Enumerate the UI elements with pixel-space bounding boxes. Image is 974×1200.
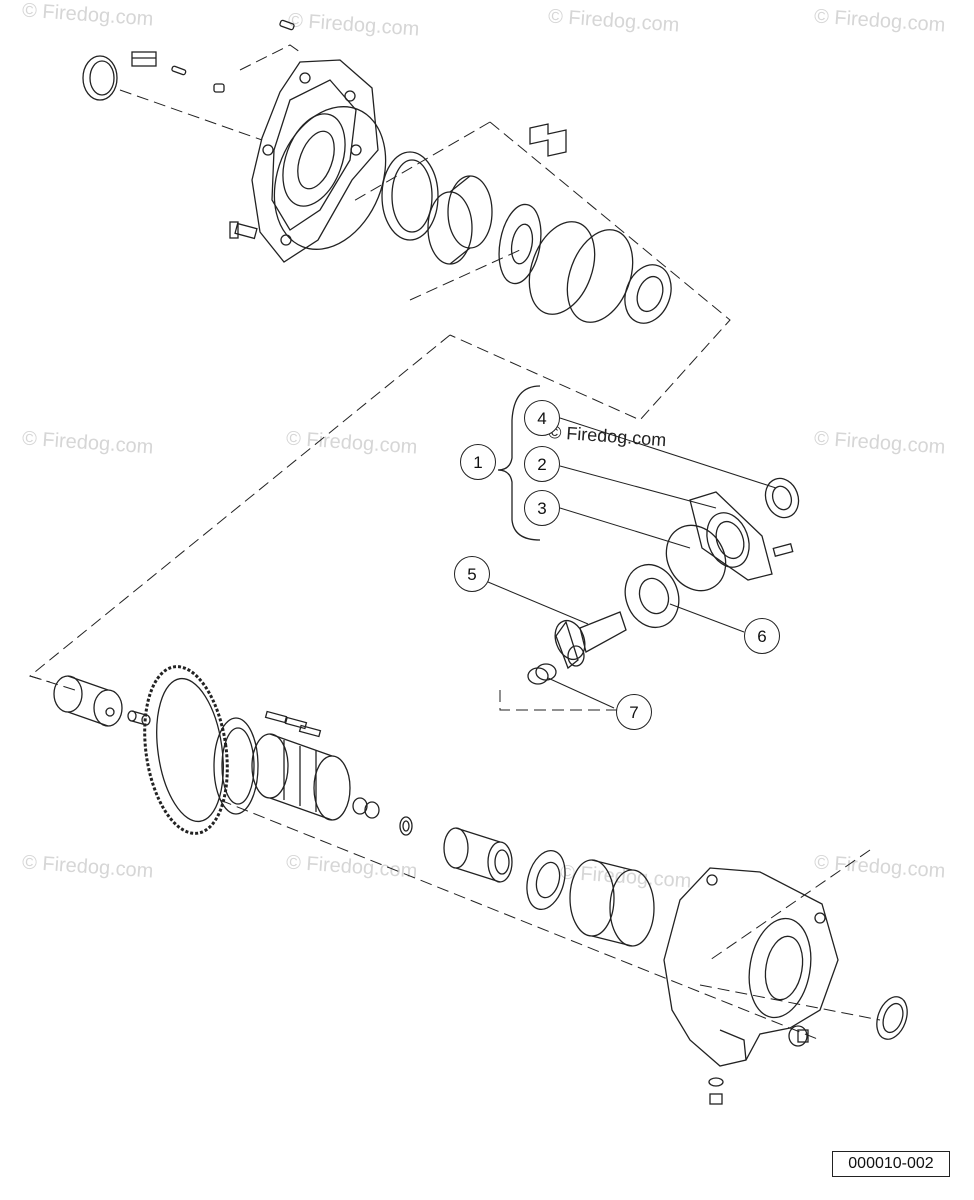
callout-6[interactable]: 6 (744, 618, 780, 654)
ball-bearing-lower (526, 850, 566, 910)
callout-4[interactable]: 4 (524, 400, 560, 436)
oil-seal-rear (876, 996, 908, 1040)
oil-seal-item-4 (764, 477, 800, 519)
o-ring-item-3 (665, 524, 727, 592)
bolt-item-2 (772, 543, 794, 557)
front-housing-cover (251, 59, 379, 263)
plug-rear (788, 1025, 809, 1047)
bearing-ring-1 (381, 151, 439, 241)
callout-3[interactable]: 3 (524, 490, 560, 526)
thrust-washer (498, 203, 542, 285)
pin-small (171, 65, 225, 93)
ring-gear (143, 665, 259, 835)
clip-small (131, 51, 157, 67)
pin-dowel (127, 710, 151, 726)
ball-bearing-top (624, 264, 672, 324)
bolt-top (229, 221, 258, 240)
callout-leaders (487, 417, 777, 709)
snap-ring-small (399, 816, 413, 836)
pin-small-top (279, 19, 295, 31)
snap-rings (528, 221, 634, 323)
pinion-gear-item-5 (554, 611, 627, 670)
seal-top-left (82, 55, 118, 101)
rear-gear-case (663, 867, 839, 1067)
diagram-code-label: 000010-002 (832, 1151, 950, 1177)
needle-bearing-sleeve (443, 827, 513, 883)
collar-item-7 (527, 663, 557, 685)
bearing-cup-sleeve (569, 859, 655, 947)
ball-bearing-item-6 (624, 563, 680, 629)
bracket-clip (529, 123, 567, 157)
o-ring-large (273, 106, 387, 250)
callout-2[interactable]: 2 (524, 446, 560, 482)
callout-1[interactable]: 1 (460, 444, 496, 480)
dashed-guide-lines (28, 44, 881, 1041)
rollers (264, 710, 322, 738)
cage-assembly (251, 733, 351, 821)
group-bracket (497, 385, 541, 541)
drain-bolt-washer (708, 1077, 724, 1105)
bushing-small (352, 797, 380, 819)
callout-5[interactable]: 5 (454, 556, 490, 592)
bearing-housing-item-2 (689, 491, 773, 581)
callout-7[interactable]: 7 (616, 694, 652, 730)
bearing-sleeve (427, 175, 493, 265)
spacer-cylinder (53, 675, 123, 727)
